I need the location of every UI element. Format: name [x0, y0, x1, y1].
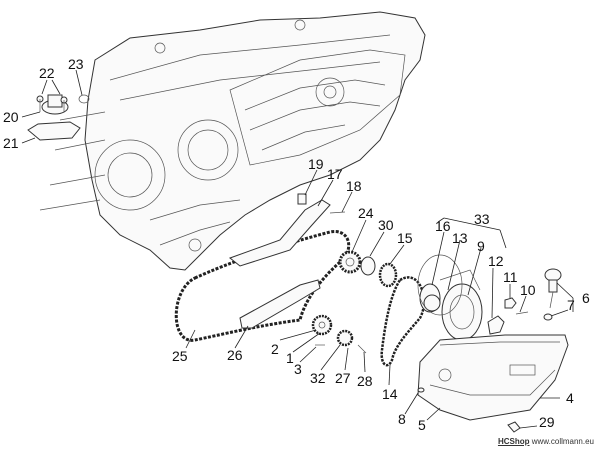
o-ring — [417, 387, 425, 393]
callout-16: 16 — [435, 218, 451, 234]
callout-21: 21 — [3, 135, 19, 151]
callout-28: 28 — [357, 373, 373, 389]
oil-pump-assembly — [417, 254, 483, 341]
oil-pump-drive-gear — [311, 314, 354, 347]
tensioner-shoe — [228, 199, 331, 267]
callout-27: 27 — [335, 370, 351, 386]
callout-29: 29 — [539, 414, 555, 430]
oil-pump-chain — [380, 276, 426, 367]
drain-bolt — [507, 421, 521, 433]
callout-15: 15 — [397, 230, 413, 246]
nut — [504, 297, 517, 309]
callout-1: 1 — [286, 350, 294, 366]
dipstick — [543, 268, 562, 321]
callout-20: 20 — [3, 109, 19, 125]
callout-30: 30 — [378, 217, 394, 233]
callout-23: 23 — [68, 56, 84, 72]
callout-17: 17 — [327, 166, 343, 182]
callout-13: 13 — [452, 230, 468, 246]
callout-19: 19 — [308, 156, 324, 172]
callout-25: 25 — [172, 348, 188, 364]
callout-12: 12 — [488, 253, 504, 269]
watermark-shop: HCShop — [497, 437, 530, 446]
callout-5: 5 — [418, 417, 426, 433]
screw-28 — [357, 344, 367, 354]
callout-7: 7 — [567, 297, 575, 313]
oil-sump — [417, 334, 569, 421]
pump-gear — [378, 262, 398, 288]
callout-33: 33 — [474, 211, 490, 227]
callout-6: 6 — [582, 290, 590, 306]
callout-4: 4 — [566, 390, 574, 406]
chain-guide — [239, 279, 321, 329]
bolt-19 — [297, 193, 307, 205]
callout-3: 3 — [294, 361, 302, 377]
callout-11: 11 — [503, 269, 518, 285]
screw-10 — [515, 311, 529, 315]
callout-22: 22 — [39, 65, 55, 81]
watermark: HCShop www.collmann.eu — [498, 437, 594, 446]
washer — [360, 256, 376, 276]
drive-sprocket — [338, 250, 362, 274]
callout-18: 18 — [346, 178, 362, 194]
callout-32: 32 — [310, 370, 326, 386]
callout-8: 8 — [398, 411, 406, 427]
watermark-site: www.collmann.eu — [531, 437, 594, 446]
crankcase-housing — [39, 11, 426, 271]
tensioner-cover-assembly — [27, 94, 90, 141]
cover-plate — [487, 315, 505, 335]
callout-9: 9 — [477, 238, 485, 254]
callout-24: 24 — [358, 205, 374, 221]
callout-26: 26 — [227, 347, 243, 363]
leader-lines — [21, 69, 574, 429]
callout-14: 14 — [382, 386, 398, 402]
callout-10: 10 — [520, 282, 536, 298]
callout-2: 2 — [271, 341, 279, 357]
